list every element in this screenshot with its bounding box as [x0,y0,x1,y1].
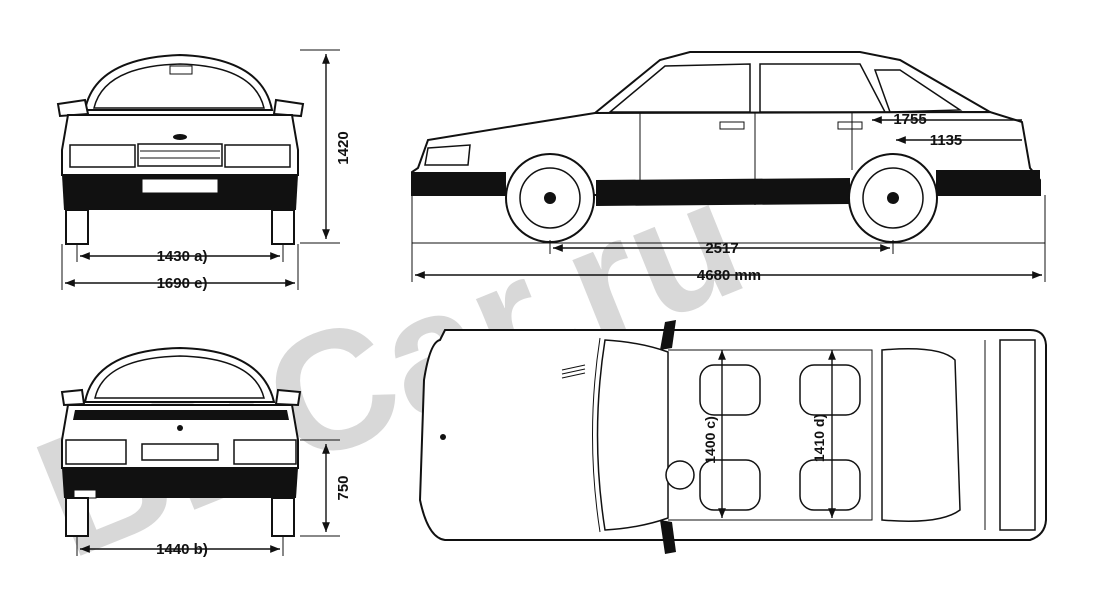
overhang-a-label: 1755 [893,111,926,128]
front-headroom-label: 1400 c) [702,416,718,463]
rear-track-label: 1440 b) [156,541,208,558]
front-view: 1420 1430 a) 1690 e) [56,49,352,292]
side-view: 1755 1135 2517 4680 mm [411,51,1046,284]
rear-headroom-label: 1410 d) [811,414,827,462]
wheelbase-label: 2517 [705,240,738,257]
rear-height-label: 750 [335,475,352,500]
overhang-b-label: 1135 [930,132,963,149]
length-label: 4680 mm [697,267,761,284]
top-view: 1400 c) 1410 d) [418,320,1047,554]
height-label: 1420 [335,131,352,164]
rear-view: 750 1440 b) [60,346,352,558]
front-track-label: 1430 a) [157,248,208,265]
width-label: 1690 e) [157,275,208,292]
